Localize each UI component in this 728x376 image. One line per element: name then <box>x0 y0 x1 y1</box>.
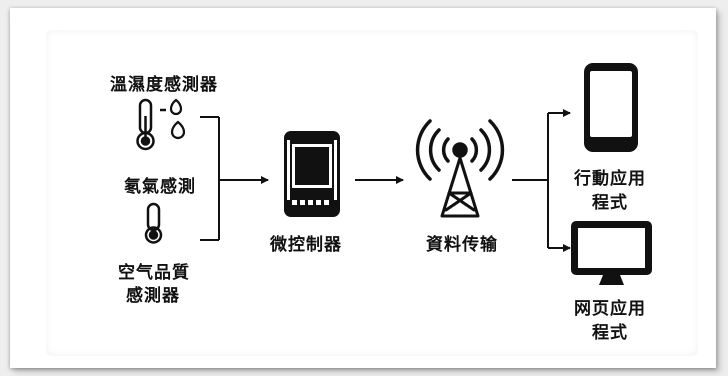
label-data-transmission: 資料传输 <box>426 235 498 255</box>
microcontroller-icon <box>284 131 340 217</box>
thermometer-icon <box>144 202 163 244</box>
label-radon-sensor: 氡氣感測 <box>124 177 196 197</box>
label-web-app-1: 网页应用 <box>574 299 646 319</box>
label-mobile-app-1: 行動应用 <box>574 169 646 189</box>
smartphone-icon <box>584 63 638 152</box>
sensor-bracket <box>200 116 269 241</box>
monitor-icon <box>571 221 652 285</box>
label-web-app-2: 程式 <box>592 323 628 343</box>
output-bracket <box>536 109 571 252</box>
thermometer-humidity-icon <box>136 98 186 151</box>
label-air-quality-sensor-1: 空气品質 <box>118 263 190 283</box>
label-microcontroller: 微控制器 <box>270 235 342 255</box>
label-temp-humidity-sensor: 溫濕度感測器 <box>110 75 218 95</box>
radio-tower-icon <box>415 119 505 218</box>
label-air-quality-sensor-2: 感測器 <box>126 286 180 306</box>
label-mobile-app-2: 程式 <box>592 193 628 213</box>
